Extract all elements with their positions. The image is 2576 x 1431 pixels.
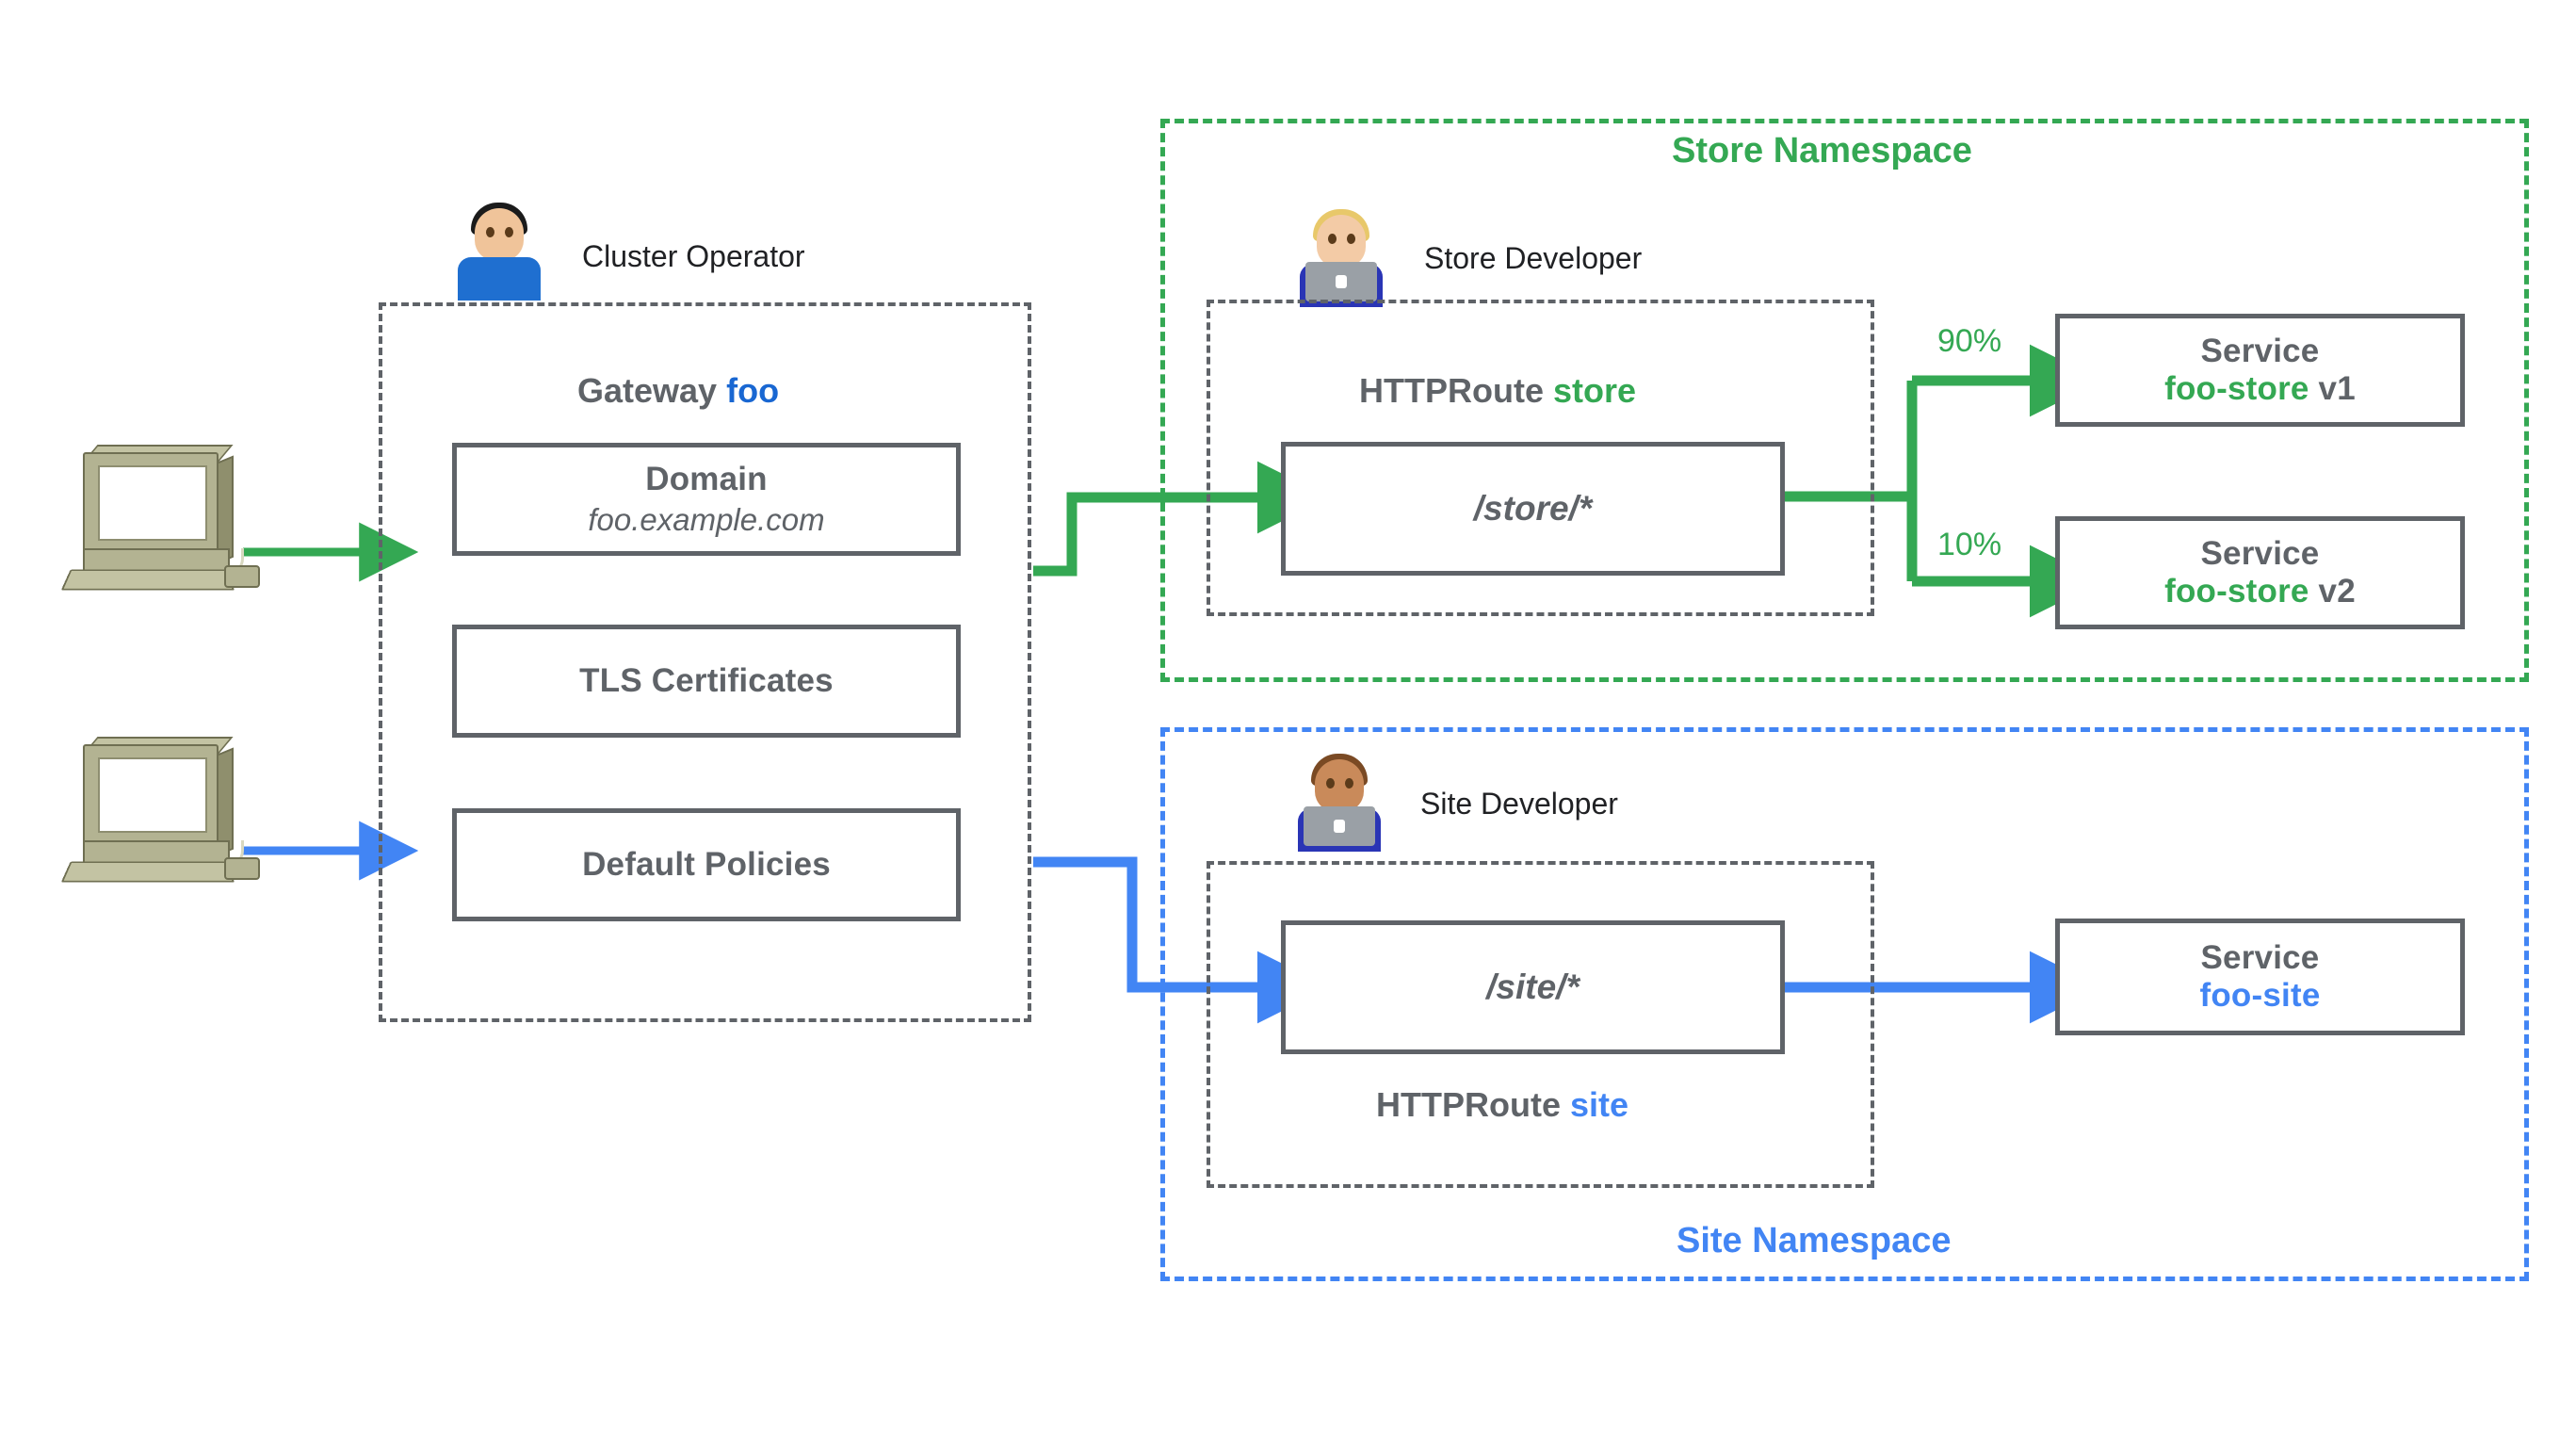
man-mechanic-avatar [450,203,548,301]
httproute-site-path: /site/* [1486,967,1580,1006]
gateway-item-default-policies[interactable]: Default Policies [452,808,961,921]
service-foo-store-v2[interactable]: Service foo-store v2 [2055,516,2465,629]
namespace-store-label: Store Namespace [1672,131,1972,171]
service-foo-store-v1-name-row: foo-store v1 [2164,370,2356,408]
persona-label-store-developer: Store Developer [1424,241,1643,275]
httproute-store-heading-accent: store [1552,371,1637,410]
namespace-store [1160,119,2529,682]
gateway-item-tls-certificates[interactable]: TLS Certificates [452,625,961,738]
gateway-heading: Gateway foo [577,371,779,411]
service-foo-store-v1[interactable]: Service foo-store v1 [2055,314,2465,427]
httproute-site-container [1207,861,1874,1188]
httproute-store-container [1207,300,1874,616]
httproute-site-heading-accent: site [1569,1085,1629,1124]
httproute-store-heading: HTTPRoute store [1359,371,1636,411]
gateway-item-tls-title: TLS Certificates [579,661,834,699]
gateway-item-domain-title: Domain [645,460,768,497]
service-foo-store-v1-title: Service [2200,332,2320,369]
httproute-site-path-box[interactable]: /site/* [1281,920,1785,1054]
service-foo-store-v2-name-row: foo-store v2 [2164,573,2356,610]
service-foo-site-name: foo-site [2199,977,2321,1014]
weight-label-store-v2: 10% [1937,527,2002,562]
httproute-store-path: /store/* [1473,488,1593,528]
service-foo-store-v2-name: foo-store [2164,573,2309,610]
httproute-site-heading-prefix: HTTPRoute [1376,1085,1570,1124]
woman-technologist-avatar [1292,209,1390,307]
weight-label-store-v1: 90% [1937,323,2002,359]
namespace-site [1160,727,2529,1281]
gateway-heading-accent: foo [726,371,780,410]
service-foo-store-v1-name: foo-store [2164,370,2309,407]
desktop-computer-icon [58,735,260,886]
gateway-container [379,302,1031,1022]
gateway-item-policies-title: Default Policies [582,845,831,883]
gateway-item-domain[interactable]: Domain foo.example.com [452,443,961,556]
namespace-site-label: Site Namespace [1677,1221,1952,1260]
service-foo-site-title: Service [2200,938,2320,976]
gateway-heading-prefix: Gateway [577,371,727,410]
service-foo-store-v2-version: v2 [2318,573,2356,610]
httproute-store-path-box[interactable]: /store/* [1281,442,1785,576]
desktop-computer-icon [58,443,260,594]
persona-label-site-developer: Site Developer [1420,787,1618,821]
service-foo-store-v2-title: Service [2200,534,2320,572]
persona-label-cluster-operator: Cluster Operator [582,239,805,273]
service-foo-site[interactable]: Service foo-site [2055,919,2465,1035]
httproute-site-heading: HTTPRoute site [1376,1085,1628,1125]
httproute-store-heading-prefix: HTTPRoute [1359,371,1553,410]
service-foo-store-v1-version: v1 [2318,370,2356,407]
man-technologist-avatar [1290,754,1388,852]
gateway-item-domain-subtitle: foo.example.com [588,502,825,538]
